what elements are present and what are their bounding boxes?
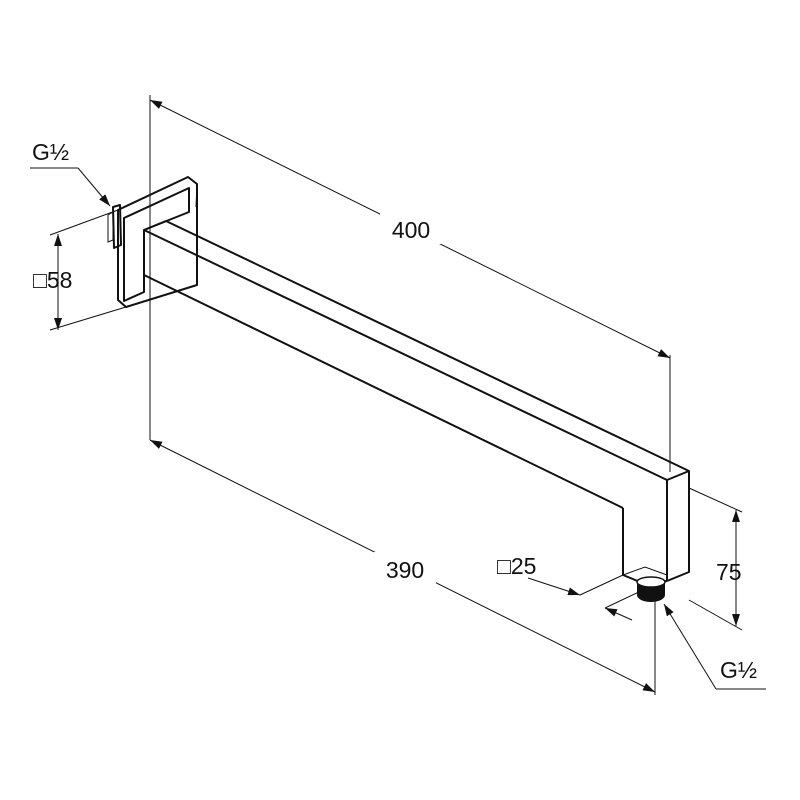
dimension-75: 75 bbox=[688, 487, 743, 631]
wall-flange bbox=[117, 176, 198, 308]
dimension-25: □25 bbox=[497, 553, 644, 621]
thread-callout-outlet-label: G½ bbox=[720, 657, 757, 683]
outlet-thread bbox=[636, 576, 666, 602]
thread-callout-wall: G½ bbox=[30, 139, 111, 207]
dimension-390: 390 bbox=[149, 439, 656, 695]
dimension-390-label: 390 bbox=[386, 557, 424, 583]
dimension-58: □58 bbox=[33, 209, 127, 331]
dimension-400-label: 400 bbox=[392, 217, 430, 243]
thread-callout-outlet: G½ bbox=[663, 603, 766, 690]
dimension-75-label: 75 bbox=[716, 559, 742, 585]
dimension-400: 400 bbox=[149, 95, 671, 472]
dimension-25-label: □25 bbox=[497, 553, 536, 579]
shower-arm bbox=[143, 220, 690, 585]
thread-callout-wall-label: G½ bbox=[32, 139, 69, 165]
dimension-58-label: □58 bbox=[33, 267, 72, 293]
wall-thread-stub bbox=[107, 204, 122, 249]
